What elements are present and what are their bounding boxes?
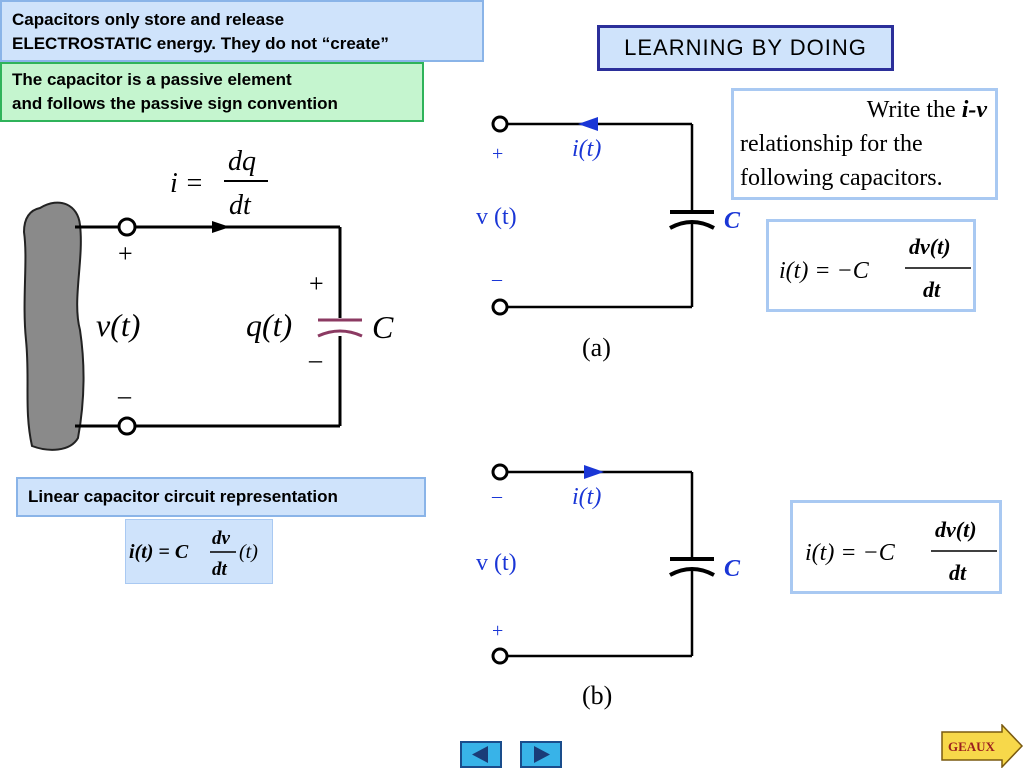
answer-b-left: i(t) = −C — [805, 540, 896, 566]
answer-a-den: dt — [923, 277, 941, 302]
note-passive-line-1: The capacitor is a passive element — [12, 70, 292, 89]
minus-sign-cap: – — [308, 345, 323, 374]
task-prompt: Write the i-v relationship for the follo… — [731, 88, 998, 200]
answer-b-equation: i(t) = −C dv(t) dt — [805, 517, 997, 585]
circuit-a-current-arrow — [578, 117, 598, 131]
circuit-a-current-label: i(t) — [572, 136, 601, 162]
circuit-b-cap-label: C — [724, 556, 741, 582]
current-eq-lhs: i = — [170, 168, 204, 199]
page-title: LEARNING BY DOING — [597, 25, 894, 71]
circuit-a-terminal-top — [491, 115, 509, 133]
answer-a-equation: i(t) = −C dv(t) dt — [779, 234, 971, 302]
linear-eq-num: dv — [212, 528, 231, 549]
linear-eq-right: (t) — [239, 541, 258, 563]
capacitance-label: C — [372, 309, 394, 345]
circuit-a-diagram: + – i(t) v (t) C (a) — [476, 115, 741, 362]
circuit-b-current-label: i(t) — [572, 484, 601, 510]
circuit-b-caption: (b) — [582, 681, 612, 710]
current-arrow — [212, 221, 230, 233]
geaux-button[interactable]: GEAUX — [940, 724, 1024, 768]
plus-sign-cap: + — [309, 269, 324, 298]
terminal-bottom — [117, 416, 137, 436]
source-blob — [22, 201, 85, 451]
linear-capacitor-equation: i(t) = C dv dt (t) — [125, 519, 273, 584]
previous-slide-button[interactable] — [460, 741, 502, 768]
circuit-b-cap-plate-bottom — [669, 567, 715, 577]
circuit-b-plus: + — [492, 620, 503, 642]
circuit-b-terminal-bottom — [491, 647, 509, 665]
linear-equation-svg: i(t) = C dv dt (t) — [129, 528, 258, 580]
charge-label: q(t) — [246, 307, 292, 343]
minus-sign-source: – — [117, 381, 132, 410]
circuit-b-current-arrow — [584, 465, 604, 479]
left-circuit-diagram: i = dq dt + – v(t) + – q(t) C — [22, 146, 394, 451]
arrow-right-icon — [941, 724, 1024, 768]
circuit-b-diagram: – + i(t) v (t) C (b) — [476, 463, 741, 710]
circuit-b-terminal-top — [491, 463, 509, 481]
note-passive-line-2: and follows the passive sign convention — [12, 94, 338, 113]
circuit-a-minus: – — [491, 268, 503, 290]
linear-capacitor-label: Linear capacitor circuit representation — [16, 477, 426, 517]
answer-b-den: dt — [949, 560, 967, 585]
circuit-a-voltage-label: v (t) — [476, 204, 517, 230]
note-line-1: Capacitors only store and release — [12, 10, 285, 29]
answer-a-num: dv(t) — [909, 234, 951, 259]
current-eq-num: dq — [228, 146, 256, 177]
task-line-1-var: i-v — [961, 97, 987, 123]
circuit-b-voltage-label: v (t) — [476, 550, 517, 576]
answer-b-box: i(t) = −C dv(t) dt — [790, 500, 1002, 594]
triangle-right-icon — [534, 746, 550, 763]
circuit-a-cap-label: C — [724, 208, 741, 234]
next-slide-button[interactable] — [520, 741, 562, 768]
note-line-2: ELECTROSTATIC energy. They do not “creat… — [12, 34, 389, 53]
task-line-2: relationship for the — [740, 131, 923, 157]
geaux-label: GEAUX — [948, 739, 996, 754]
answer-a-box: i(t) = −C dv(t) dt — [766, 219, 976, 312]
terminal-top — [117, 217, 137, 237]
linear-eq-left: i(t) = C — [129, 541, 189, 563]
triangle-left-icon — [472, 746, 488, 763]
circuit-b-minus: – — [491, 485, 503, 507]
circuit-a-caption: (a) — [582, 333, 611, 362]
capacitor-plate-bottom — [317, 329, 363, 338]
current-eq-den: dt — [229, 190, 252, 221]
linear-eq-den: dt — [212, 559, 228, 580]
answer-b-num: dv(t) — [935, 517, 977, 542]
note-passive-element: The capacitor is a passive element and f… — [0, 62, 424, 122]
plus-sign-source: + — [118, 239, 133, 268]
circuit-a-plus: + — [492, 143, 503, 165]
voltage-label: v(t) — [96, 307, 140, 343]
note-store-release: Capacitors only store and release ELECTR… — [0, 0, 484, 62]
task-line-3: following capacitors. — [740, 165, 943, 191]
task-line-1-text: Write the — [866, 97, 962, 123]
circuit-a-cap-plate-bottom — [669, 220, 715, 230]
circuit-a-terminal-bottom — [491, 298, 509, 316]
answer-a-left: i(t) = −C — [779, 258, 870, 284]
